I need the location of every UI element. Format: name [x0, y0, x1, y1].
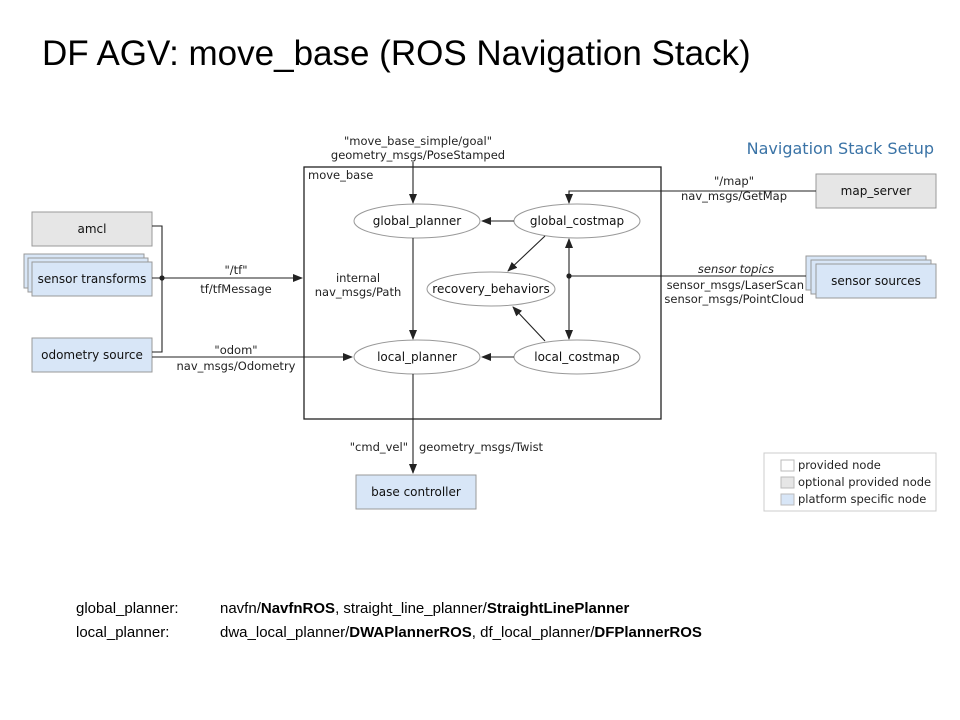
local-planner-key: local_planner:: [76, 623, 170, 641]
df-planner-ros: DFPlannerROS: [594, 623, 702, 641]
setup-title: Navigation Stack Setup: [747, 139, 934, 158]
recovery-behaviors-node: recovery_behaviors: [426, 271, 556, 307]
map-arrow: [565, 190, 816, 204]
local-planner-part: dwa_local_planner/: [220, 623, 350, 641]
odom-topic-label: "odom": [214, 343, 257, 357]
legend-provided: provided node: [798, 458, 881, 472]
move-base-container: [303, 166, 662, 420]
map-type-label: nav_msgs/GetMap: [681, 189, 787, 203]
global-to-recovery-arrow: [507, 235, 546, 272]
slide-title: DF AGV: move_base (ROS Navigation Stack): [42, 34, 751, 73]
svg-text:sensor sources: sensor sources: [831, 274, 921, 288]
navfn-ros: NavfnROS: [260, 599, 336, 617]
straight-line-planner: StraightLinePlanner: [486, 599, 630, 617]
global-planner-row: global_planner: navfn/NavfnROS, straight…: [76, 596, 702, 620]
sensor-topics-label: sensor topics: [698, 262, 774, 276]
base-controller-node: base controller: [355, 474, 477, 510]
local-planner-node: local_planner: [353, 339, 481, 375]
local-planner-part: , df_local_planner/: [471, 623, 595, 641]
legend-swatch-provided: [780, 459, 795, 472]
legend-swatch-optional: [780, 476, 795, 489]
global-planner-part: navfn/: [220, 599, 261, 617]
internal-path-label: nav_msgs/Path: [315, 285, 402, 299]
planner-footer: global_planner: navfn/NavfnROS, straight…: [76, 596, 702, 644]
odometry-source-node: odometry source: [31, 337, 153, 373]
sensor-transforms-node: sensor transforms: [23, 253, 153, 297]
legend-platform: platform specific node: [798, 492, 926, 506]
sensor-junction-dot: [566, 273, 572, 279]
tf-type-label: tf/tfMessage: [200, 282, 271, 296]
svg-text:global_costmap: global_costmap: [530, 214, 624, 228]
svg-text:recovery_behaviors: recovery_behaviors: [432, 282, 549, 296]
laserscan-label: sensor_msgs/LaserScan: [667, 278, 804, 292]
global-planner-key: global_planner:: [76, 599, 179, 617]
local-planner-row: local_planner: dwa_local_planner/DWAPlan…: [76, 620, 702, 644]
svg-text:amcl: amcl: [78, 222, 107, 236]
goal-topic-label: "move_base_simple/goal": [344, 134, 492, 148]
legend-swatch-platform: [780, 493, 795, 506]
map-topic-label: "/map": [714, 174, 754, 188]
local-to-recovery-arrow: [512, 306, 546, 342]
svg-text:odometry source: odometry source: [41, 348, 143, 362]
svg-text:base controller: base controller: [371, 485, 461, 499]
amcl-tf-line: [152, 225, 163, 345]
tf-topic-label: "/tf": [224, 263, 247, 277]
internal-label: internal: [336, 271, 380, 285]
svg-text:local_planner: local_planner: [377, 350, 457, 364]
svg-text:map_server: map_server: [841, 184, 912, 198]
move-base-label: move_base: [308, 168, 373, 182]
sensor-sources-node: sensor sources: [805, 255, 937, 299]
global-planner-part: , straight_line_planner/: [335, 599, 487, 617]
pointcloud-label: sensor_msgs/PointCloud: [664, 292, 804, 306]
local-planner-values: dwa_local_planner/DWAPlannerROS, df_loca…: [220, 624, 702, 641]
svg-text:local_costmap: local_costmap: [534, 350, 620, 364]
global-planner-values: navfn/NavfnROS, straight_line_planner/St…: [220, 600, 629, 617]
dwa-planner-ros: DWAPlannerROS: [349, 623, 472, 641]
goal-type-label: geometry_msgs/PoseStamped: [331, 148, 505, 162]
svg-text:sensor transforms: sensor transforms: [38, 272, 147, 286]
odom-tf-join-line: [152, 345, 163, 353]
tf-junction-dot: [159, 275, 165, 281]
cmd-vel-topic-label: "cmd_vel": [350, 440, 408, 454]
cmd-vel-type-label: geometry_msgs/Twist: [419, 440, 544, 454]
global-planner-node: global_planner: [353, 203, 481, 239]
amcl-node: amcl: [31, 211, 153, 247]
legend: provided node optional provided node pla…: [763, 452, 937, 512]
local-costmap-node: local_costmap: [513, 339, 641, 375]
legend-optional: optional provided node: [798, 475, 931, 489]
odom-type-label: nav_msgs/Odometry: [177, 359, 296, 373]
svg-text:global_planner: global_planner: [373, 214, 461, 228]
global-costmap-node: global_costmap: [513, 203, 641, 239]
connectors: [152, 162, 816, 474]
map-server-node: map_server: [815, 173, 937, 209]
